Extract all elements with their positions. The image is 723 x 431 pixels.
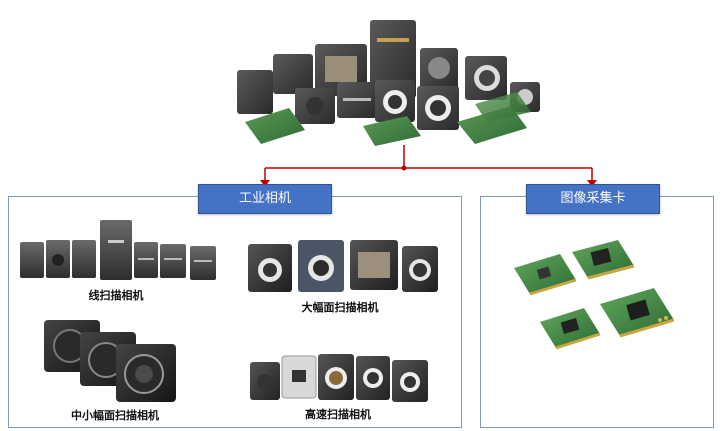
line-scan-camera-label: 线扫描相机 xyxy=(88,289,144,302)
line-scan-camera-image xyxy=(16,216,226,286)
industrial-camera-tag: 工业相机 xyxy=(198,184,332,214)
frame-grabber-panel xyxy=(480,196,714,428)
small-medium-camera-image xyxy=(36,316,186,404)
high-speed-camera-label: 高速扫描相机 xyxy=(305,408,371,421)
large-area-camera-image xyxy=(244,236,440,296)
hero-product-image xyxy=(225,12,555,152)
frame-grabber-tag: 图像采集卡 xyxy=(526,184,660,214)
frame-grabber-image xyxy=(510,238,690,362)
small-medium-camera-label: 中小幅面扫描相机 xyxy=(71,409,159,422)
large-area-camera-label: 大幅面扫描相机 xyxy=(301,301,379,314)
high-speed-camera-image xyxy=(248,350,438,404)
